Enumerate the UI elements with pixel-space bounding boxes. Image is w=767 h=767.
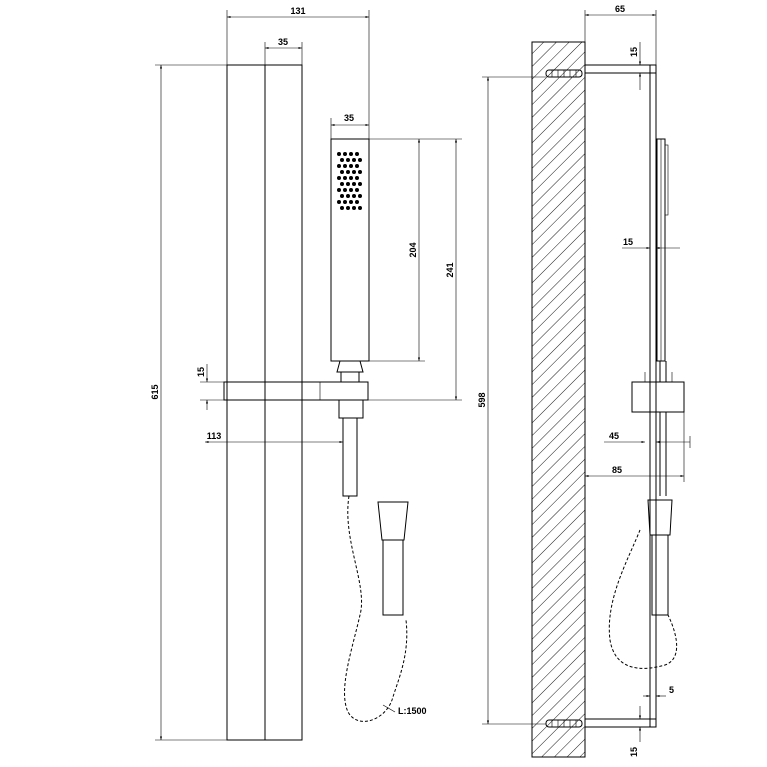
nozzle-dot (337, 152, 341, 156)
nozzle-dot (352, 206, 356, 210)
nozzle-dot (343, 188, 347, 192)
nozzle-dot (355, 188, 359, 192)
nozzle-dot (349, 200, 353, 204)
nozzle-dot (352, 158, 356, 162)
nozzle-dot (340, 158, 344, 162)
nozzle-dot (355, 152, 359, 156)
front-slide-bar (264, 64, 303, 741)
dim-front-width-total: 131 (290, 6, 305, 16)
nozzle-dot (343, 152, 347, 156)
nozzle-dot (349, 152, 353, 156)
nozzle-dot (340, 194, 344, 198)
dim-front-bar-width: 35 (278, 37, 288, 47)
nozzle-dot (349, 164, 353, 168)
nozzle-dot (343, 164, 347, 168)
nozzle-dot (337, 200, 341, 204)
nozzle-dot (352, 170, 356, 174)
dim-side-bottom-bracket: 15 (629, 747, 639, 757)
nozzle-dot (346, 158, 350, 162)
front-spray-nozzles (337, 152, 362, 210)
nozzle-dot (358, 182, 362, 186)
nozzle-dot (343, 200, 347, 204)
side-view: 65 15 15 598 45 85 (477, 4, 691, 758)
nozzle-dot (358, 206, 362, 210)
nozzle-dot (340, 170, 344, 174)
dim-hose-length: L:1500 (398, 706, 427, 716)
nozzle-dot (340, 182, 344, 186)
nozzle-dot (337, 188, 341, 192)
nozzle-dot (352, 182, 356, 186)
nozzle-dot (349, 176, 353, 180)
side-holder (631, 381, 685, 413)
dim-side-height: 598 (477, 392, 487, 407)
nozzle-dot (349, 188, 353, 192)
front-view: 131 35 35 204 241 615 (150, 6, 462, 741)
nozzle-dot (355, 176, 359, 180)
side-hose (608, 529, 678, 669)
nozzle-dot (355, 164, 359, 168)
nozzle-dot (346, 206, 350, 210)
side-wall-section (531, 41, 586, 758)
dim-front-head-holder: 241 (445, 262, 455, 277)
dim-side-top-bracket: 15 (629, 47, 639, 57)
nozzle-dot (346, 194, 350, 198)
dim-side-holder-offset: 85 (612, 465, 622, 475)
dim-front-head-length: 204 (408, 242, 418, 257)
dim-front-head-width: 35 (344, 113, 354, 123)
front-sliding-bracket (223, 381, 369, 401)
dim-front-bracket-thickness: 15 (196, 367, 206, 377)
dim-side-gap: 5 (669, 685, 674, 695)
nozzle-dot (358, 158, 362, 162)
nozzle-dot (340, 206, 344, 210)
dim-front-holder-offset: 113 (207, 431, 222, 441)
nozzle-dot (337, 176, 341, 180)
nozzle-dot (358, 170, 362, 174)
dim-side-hose-width: 15 (623, 237, 633, 247)
dim-side-depth: 65 (615, 4, 625, 14)
dim-side-holder-depth: 45 (609, 431, 619, 441)
nozzle-dot (352, 194, 356, 198)
nozzle-dot (358, 194, 362, 198)
nozzle-dot (346, 170, 350, 174)
nozzle-dot (346, 182, 350, 186)
nozzle-dot (343, 176, 347, 180)
side-slide-bar (584, 64, 657, 74)
front-hand-shower (330, 138, 370, 362)
front-dimensions: 131 35 35 204 241 615 (150, 6, 462, 741)
side-dimensions: 65 15 15 598 45 85 (477, 4, 691, 757)
nozzle-dot (337, 164, 341, 168)
nozzle-dot (355, 200, 359, 204)
front-hose-connector (342, 417, 358, 497)
front-hose (344, 495, 408, 722)
dim-front-total-height: 615 (150, 384, 160, 399)
